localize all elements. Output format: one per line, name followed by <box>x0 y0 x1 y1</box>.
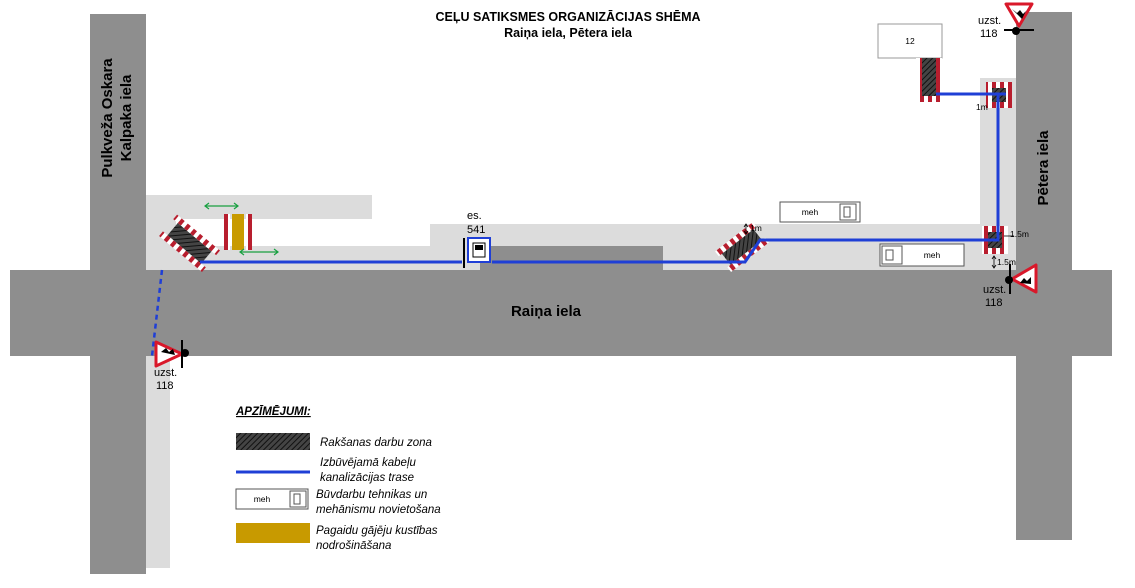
legend-machinery-label-line1: Būvdarbu tehnikas un <box>316 489 427 501</box>
roads <box>10 12 1112 574</box>
raina-street-road <box>10 270 1112 356</box>
sign-ne-label-line2: 118 <box>980 28 998 40</box>
bus-stop-icon <box>463 237 491 268</box>
building-number: 12 <box>905 36 915 46</box>
dim-east-1-5m: 1.5m <box>1010 229 1029 239</box>
sign-se-label-line1: uzst. <box>983 284 1006 296</box>
legend-excavation-label: Rakšanas darbu zona <box>320 437 432 449</box>
cable-trace <box>200 92 1006 264</box>
sign-ne-label-line1: uzst. <box>978 15 1001 27</box>
sidewalk-upper-left <box>146 195 372 219</box>
sign-se-label-line2: 118 <box>985 297 1003 309</box>
dimension-arrow-icon <box>991 255 997 269</box>
dim-south-1-5m: 1.5m <box>997 257 1016 267</box>
truck-icon <box>235 488 309 510</box>
legend-vehicle-label: meh <box>254 494 271 504</box>
vehicle-label-upper: meh <box>802 207 819 217</box>
green-arrow-icon <box>204 202 239 210</box>
sign-sw-label-line2: 118 <box>156 380 174 392</box>
legend-sidewalk-label-line2: nodrošināšana <box>316 540 391 552</box>
diagram-subtitle: Raiņa iela, Pētera iela <box>504 26 633 40</box>
dim-middle-1m: 1m <box>750 223 762 233</box>
sidewalk-block <box>430 224 1016 246</box>
building-12 <box>877 23 943 59</box>
legend-cable-label-line2: kanalizācijas trase <box>320 472 414 484</box>
road-works-sign-icon <box>1005 263 1038 294</box>
kalpaka-street-road <box>90 14 146 574</box>
truck-icon <box>879 243 965 267</box>
legend-machinery-label-line2: mehānismu novietošana <box>316 504 441 516</box>
legend-cable-label-line1: Izbūvējamā kabeļu <box>320 457 416 469</box>
dimension-arrow-icon <box>743 223 749 235</box>
road-works-sign-icon <box>154 340 189 368</box>
vehicle-label-lower: meh <box>924 250 941 260</box>
parking-dark-area <box>480 246 663 270</box>
pedestrian-walkway <box>224 214 252 250</box>
street-name-kalpaka-line2: Kalpaka iela <box>118 74 135 161</box>
street-name-petera: Pētera iela <box>1035 130 1052 206</box>
legend: APZĪMĒJUMI: Rakšanas darbu zona Izbūvēja… <box>235 406 441 552</box>
legend-excavation-swatch <box>236 433 310 450</box>
cable-trace-dashed <box>150 269 164 357</box>
road-works-sign-icon <box>1004 2 1034 35</box>
dim-north-1m: 1m <box>976 102 988 112</box>
legend-sidewalk-label-line1: Pagaidu gājēju kustības <box>316 525 438 537</box>
legend-heading: APZĪMĒJUMI: <box>235 406 311 418</box>
sign-sw-label-line1: uzst. <box>154 367 177 379</box>
truck-icon <box>779 201 861 223</box>
legend-sidewalk-swatch <box>236 523 310 543</box>
excavation-zone-west <box>159 214 220 273</box>
bus-stop-label-line2: 541 <box>467 224 485 236</box>
street-name-raina: Raiņa iela <box>511 303 582 320</box>
street-name-kalpaka-line1: Pulkveža Oskara <box>99 58 116 178</box>
sidewalk-kalpaka-south <box>146 356 170 568</box>
bus-stop-label-line1: es. <box>467 210 482 222</box>
diagram-title: CEĻU SATIKSMES ORGANIZĀCIJAS SHĒMA <box>435 10 700 24</box>
excavation-zone-north-pit <box>916 58 942 102</box>
green-arrow-icon <box>239 248 279 256</box>
